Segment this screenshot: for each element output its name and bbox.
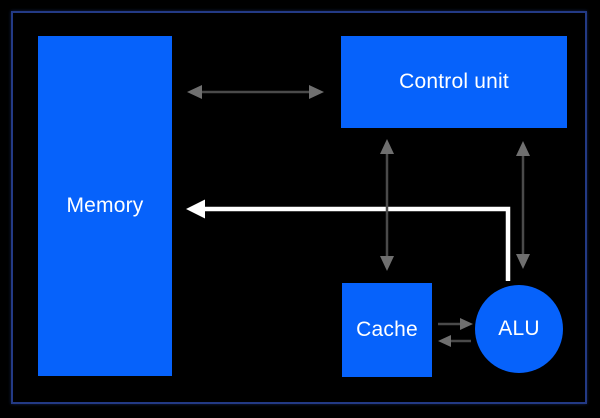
cache-node: Cache <box>342 283 432 377</box>
cache-label: Cache <box>356 318 418 341</box>
memory-label: Memory <box>66 194 144 217</box>
control-unit-label: Control unit <box>399 70 509 93</box>
alu-label: ALU <box>498 317 540 340</box>
alu-node: ALU <box>475 285 563 373</box>
control-unit-node: Control unit <box>341 36 567 128</box>
memory-node: Memory <box>38 36 172 376</box>
diagram-frame <box>11 11 587 404</box>
